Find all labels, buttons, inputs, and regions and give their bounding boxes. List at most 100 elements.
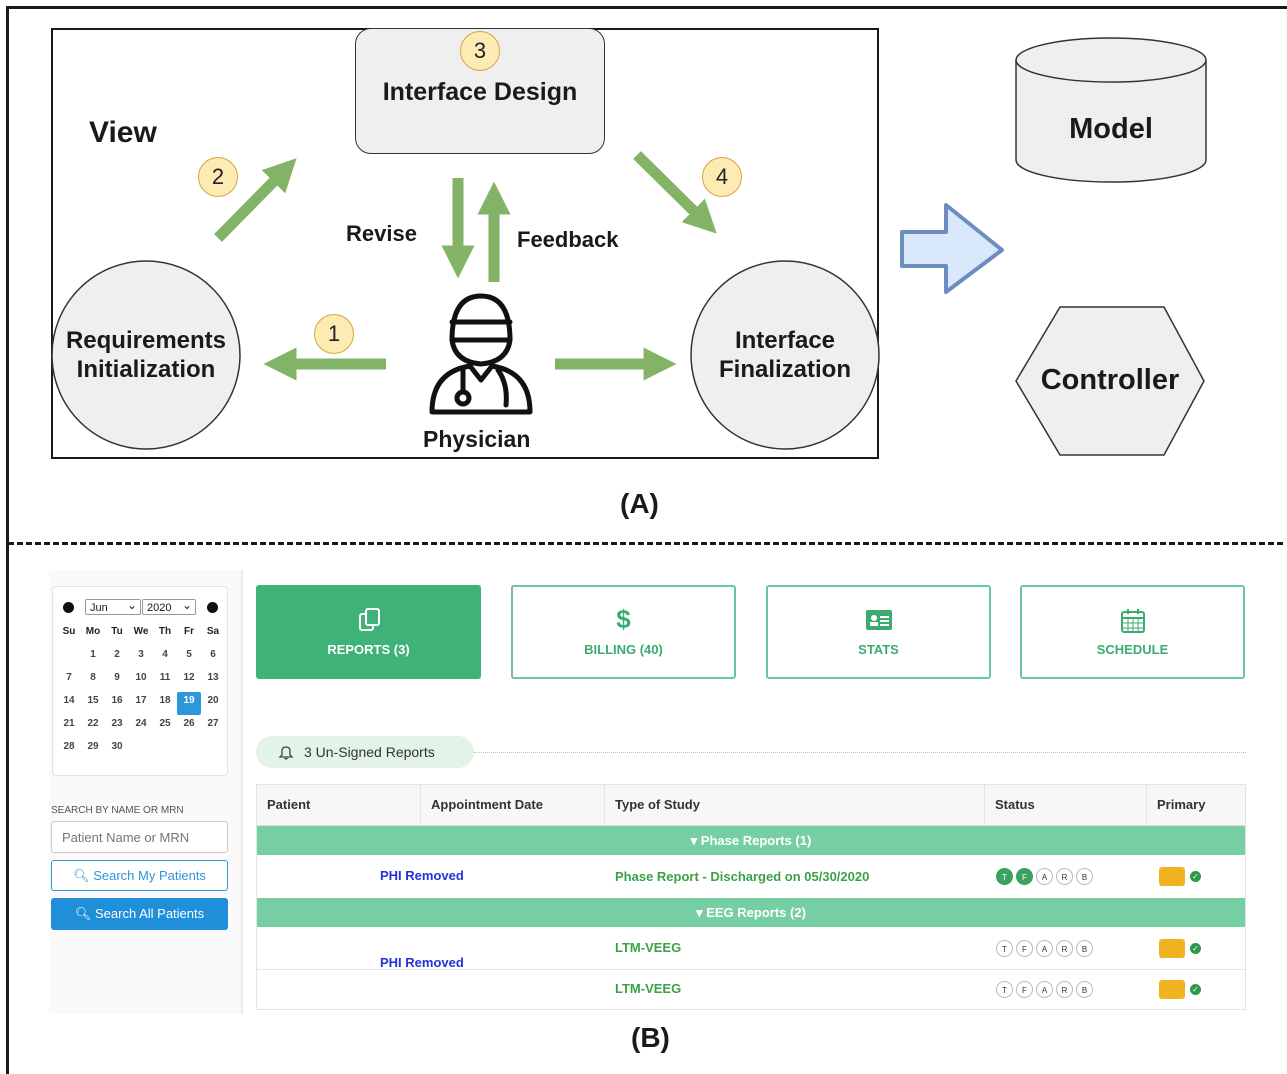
calendar-day[interactable]: 6 xyxy=(210,649,216,660)
calendar-day[interactable]: 21 xyxy=(63,718,75,729)
group-eeg-reports[interactable]: ▾ EEG Reports (2) xyxy=(257,898,1245,927)
tile-stats-label: STATS xyxy=(858,642,899,657)
step-badge-4: 4 xyxy=(702,157,742,197)
calendar-day[interactable]: 27 xyxy=(207,718,219,729)
search-icon: 🔍︎ xyxy=(74,906,92,921)
status-chip-a: A xyxy=(1036,940,1053,957)
study-cell[interactable]: LTM-VEEG xyxy=(615,940,682,955)
calendar-day[interactable]: 29 xyxy=(87,741,99,752)
group-phase-reports[interactable]: ▾ Phase Reports (1) xyxy=(257,826,1245,855)
row-divider xyxy=(575,969,1245,970)
physician-icon xyxy=(429,293,533,415)
year-select[interactable]: 2020 xyxy=(142,597,196,615)
calendar-day[interactable]: 25 xyxy=(159,718,171,729)
calendar-day[interactable]: 28 xyxy=(63,741,75,752)
month-select[interactable]: Jun xyxy=(85,597,141,615)
search-all-patients-button[interactable]: 🔍︎ Search All Patients xyxy=(51,898,228,930)
weekday-label: Mo xyxy=(85,626,101,637)
tile-schedule-label: SCHEDULE xyxy=(1096,642,1169,657)
eye-icon[interactable] xyxy=(1159,980,1185,999)
status-chip-f: F xyxy=(1016,868,1033,885)
diagram-a-svg xyxy=(51,37,1207,456)
patient-cell[interactable]: PHI Removed xyxy=(380,955,464,970)
interface-design-label: Interface Design xyxy=(382,78,578,106)
prev-month-icon[interactable] xyxy=(63,602,74,613)
mvc-arrow xyxy=(900,203,1004,294)
header-appointment-date[interactable]: Appointment Date xyxy=(421,785,605,825)
status-chip-r: R xyxy=(1056,868,1073,885)
calendar-day[interactable]: 18 xyxy=(159,695,171,706)
weekday-label: Su xyxy=(62,626,76,637)
header-type-of-study[interactable]: Type of Study xyxy=(605,785,985,825)
calendar-day[interactable]: 2 xyxy=(114,649,120,660)
study-cell[interactable]: Phase Report - Discharged on 05/30/2020 xyxy=(615,869,870,884)
calendar-day[interactable]: 9 xyxy=(114,672,120,683)
status-chip-r: R xyxy=(1056,981,1073,998)
header-patient[interactable]: Patient xyxy=(257,785,421,825)
calendar-day[interactable]: 14 xyxy=(63,695,75,706)
calendar-day[interactable]: 19 xyxy=(177,692,201,715)
calendar-day[interactable]: 24 xyxy=(135,718,147,729)
arrow-2 xyxy=(214,158,297,242)
calendar-day xyxy=(129,738,153,761)
step-badge-3: 3 xyxy=(460,31,500,71)
calendar-day[interactable]: 7 xyxy=(66,672,72,683)
study-cell[interactable]: LTM-VEEG xyxy=(615,981,682,996)
calendar-day[interactable]: 23 xyxy=(111,718,123,729)
check-icon: ✓ xyxy=(1190,984,1201,995)
controller-label: Controller xyxy=(1040,364,1180,396)
unsigned-reports-label: 3 Un-Signed Reports xyxy=(304,744,435,760)
step-badge-2: 2 xyxy=(198,157,238,197)
view-title: View xyxy=(89,116,157,149)
model-cylinder xyxy=(1015,37,1207,183)
search-input[interactable] xyxy=(51,821,228,853)
calendar-day xyxy=(153,738,177,761)
search-icon: 🔍︎ xyxy=(73,868,90,883)
dollar-icon: $ xyxy=(616,604,631,634)
calendar-day[interactable]: 4 xyxy=(162,649,168,660)
eye-icon[interactable] xyxy=(1159,939,1185,958)
tile-reports-label: REPORTS (3) xyxy=(327,642,410,657)
calendar-day[interactable]: 12 xyxy=(183,672,195,683)
calendar-week: 21 22 23 24 25 26 27 xyxy=(57,715,225,738)
calendar-day[interactable]: 16 xyxy=(111,695,123,706)
table-header: Patient Appointment Date Type of Study S… xyxy=(257,785,1245,826)
eye-icon[interactable] xyxy=(1159,867,1185,886)
step-badge-1: 1 xyxy=(314,314,354,354)
calendar-day[interactable]: 8 xyxy=(90,672,96,683)
copy-icon xyxy=(358,608,380,631)
calendar-day[interactable]: 11 xyxy=(159,672,171,683)
next-month-icon[interactable] xyxy=(207,602,218,613)
calendar-day[interactable]: 10 xyxy=(135,672,147,683)
model-label: Model xyxy=(1069,113,1153,145)
calendar-week: 28 29 30 xyxy=(57,738,225,761)
unsigned-reports-pill[interactable]: 3 Un-Signed Reports xyxy=(256,736,474,768)
calendar-day[interactable]: 15 xyxy=(87,695,99,706)
weekday-label: We xyxy=(133,626,149,637)
calendar-day[interactable]: 1 xyxy=(90,649,96,660)
tile-reports[interactable]: REPORTS (3) xyxy=(256,585,481,679)
patient-cell[interactable]: PHI Removed xyxy=(380,868,464,883)
calendar-day[interactable]: 22 xyxy=(87,718,99,729)
status-chip-f: F xyxy=(1016,981,1033,998)
calendar-day[interactable]: 13 xyxy=(207,672,219,683)
tile-stats[interactable]: STATS xyxy=(766,585,991,679)
header-status[interactable]: Status xyxy=(985,785,1147,825)
tile-billing[interactable]: $ BILLING (40) xyxy=(511,585,736,679)
figure-frame xyxy=(6,6,1287,1074)
header-primary[interactable]: Primary xyxy=(1157,797,1206,812)
calendar-day[interactable]: 3 xyxy=(138,649,144,660)
pill-divider xyxy=(474,752,1246,753)
search-my-patients-button[interactable]: 🔍︎ Search My Patients xyxy=(51,860,228,891)
status-chip-f: F xyxy=(1016,940,1033,957)
calendar-day[interactable]: 26 xyxy=(183,718,195,729)
divider xyxy=(8,542,1283,545)
check-icon: ✓ xyxy=(1190,943,1201,954)
tile-schedule[interactable]: SCHEDULE xyxy=(1020,585,1245,679)
calendar-day[interactable]: 17 xyxy=(135,695,147,706)
requirements-circle xyxy=(51,260,241,450)
calendar-day[interactable]: 20 xyxy=(207,695,219,706)
calendar-day[interactable]: 5 xyxy=(186,649,192,660)
calendar-day[interactable]: 30 xyxy=(111,741,123,752)
status-chip-t: T xyxy=(996,868,1013,885)
